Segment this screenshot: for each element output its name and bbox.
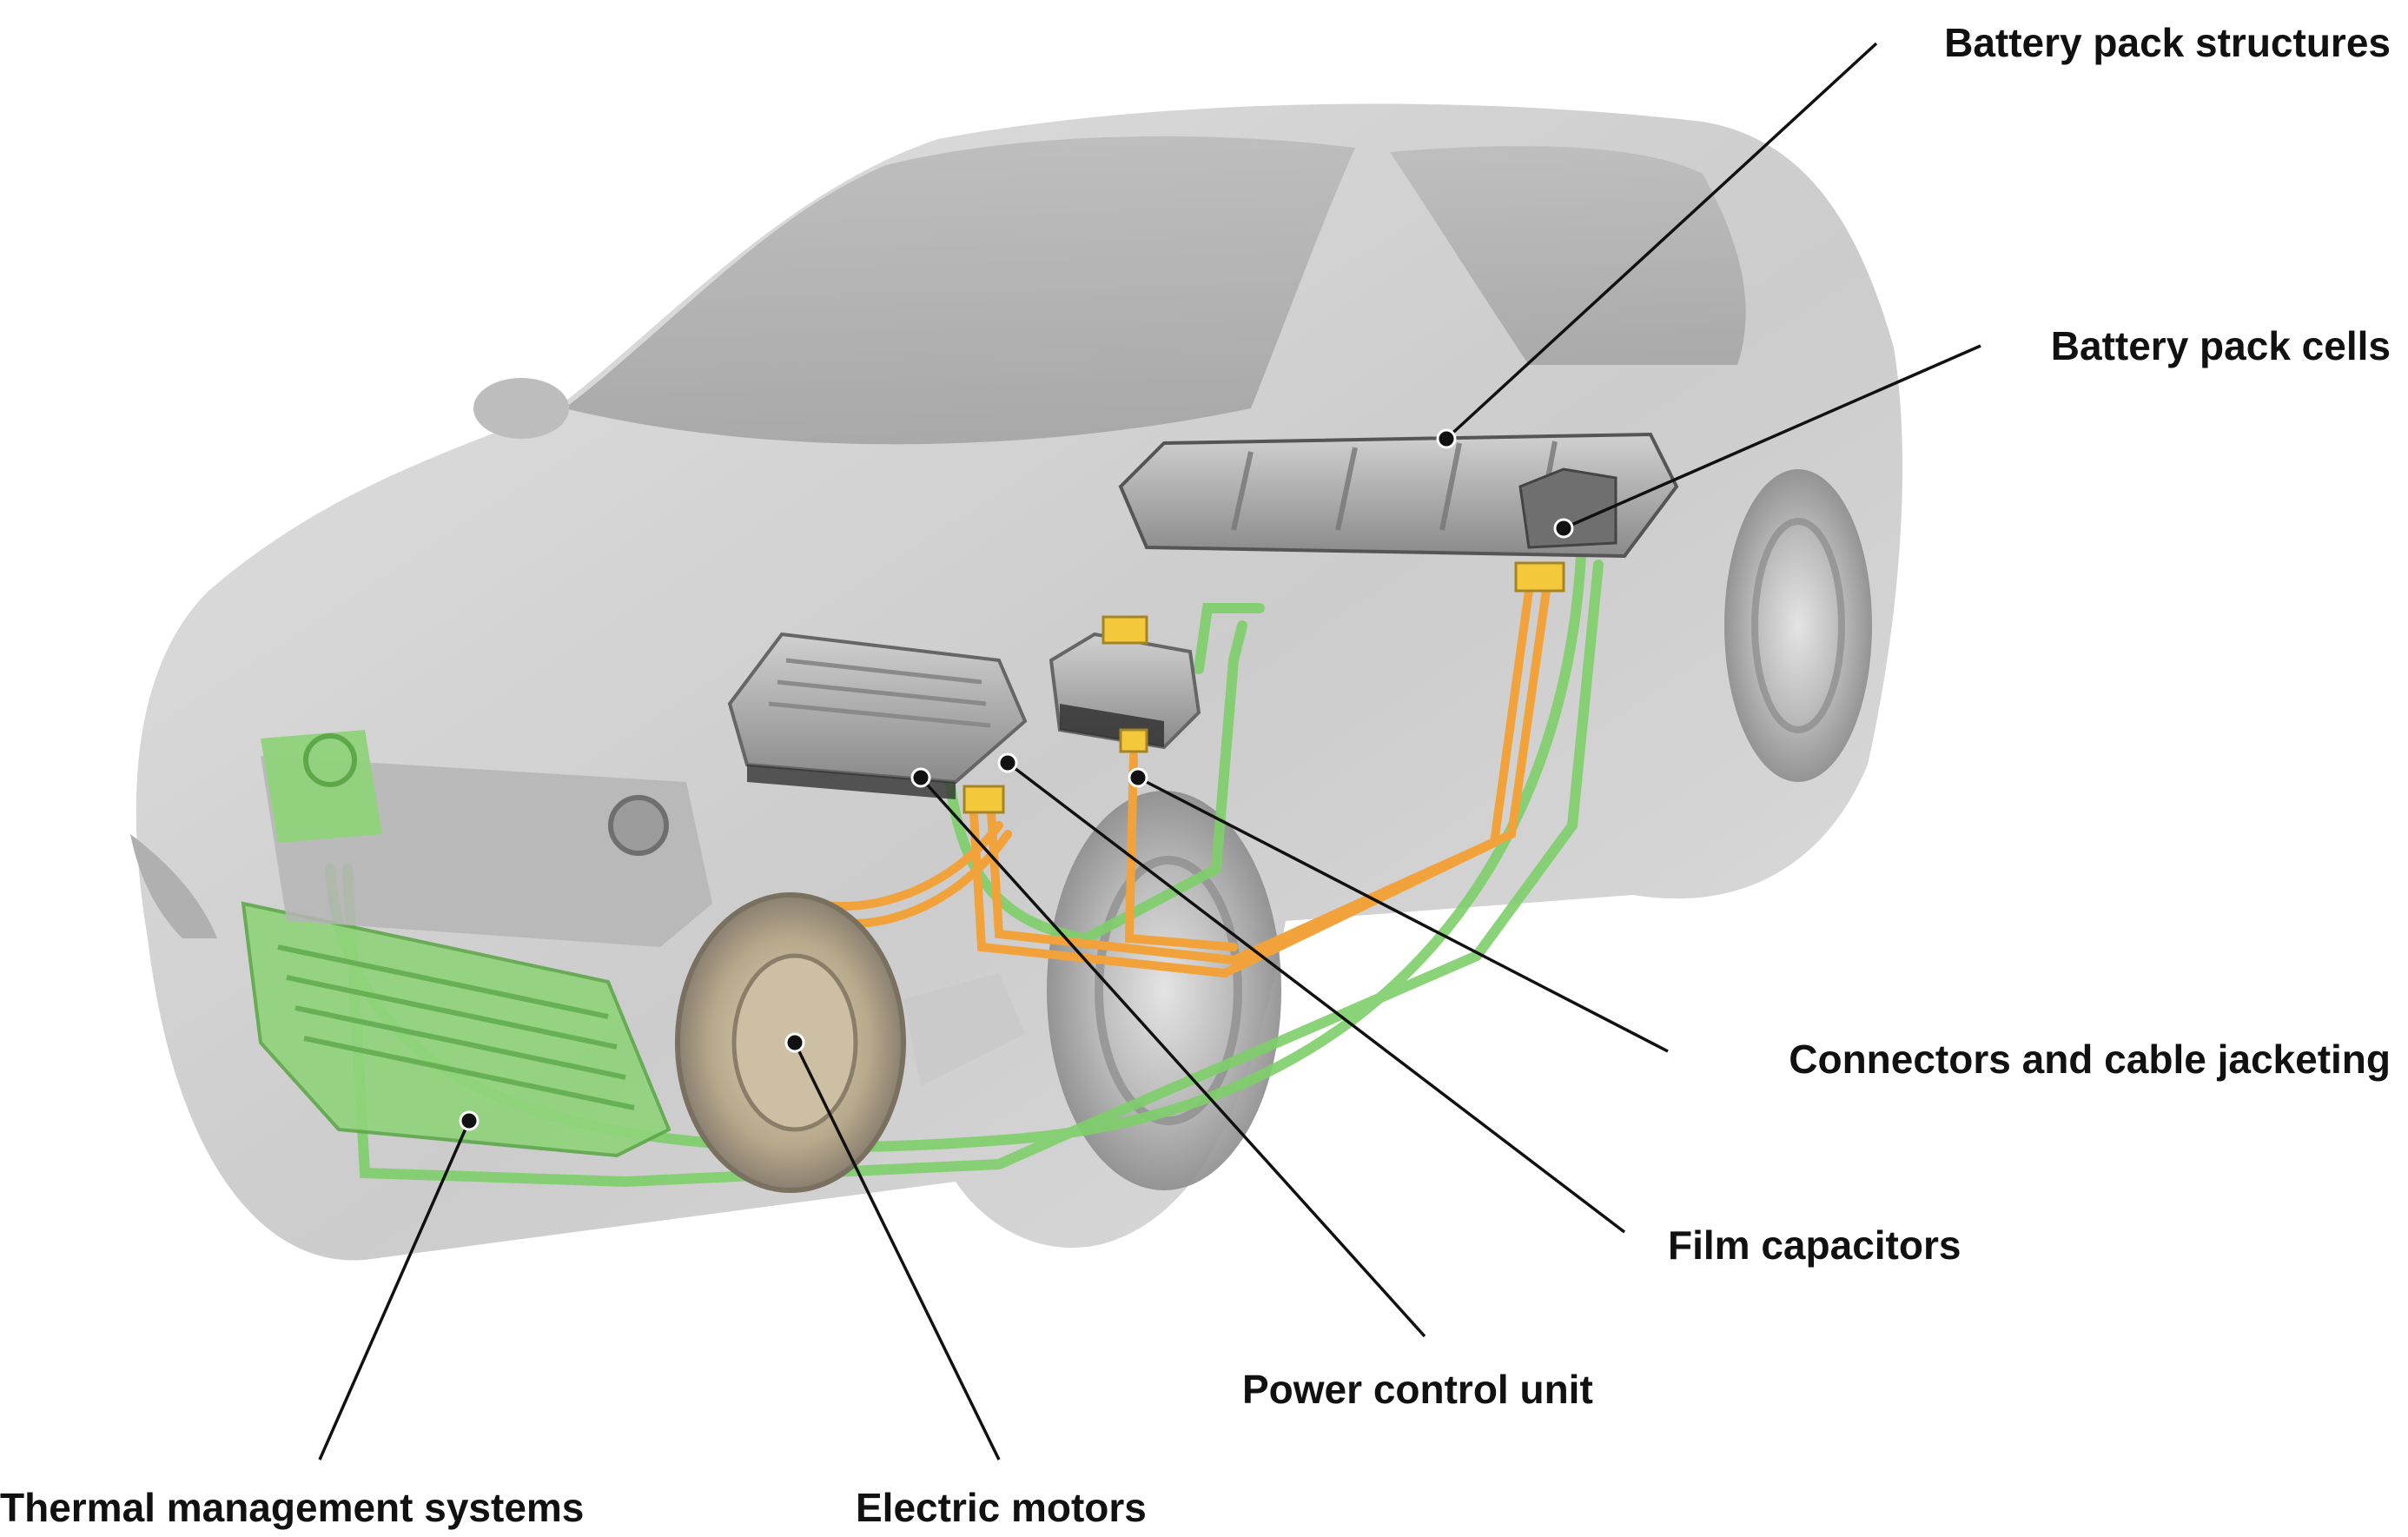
label-thermal-management-systems: Thermal management systems	[0, 1485, 585, 1530]
capacitor-box-icon	[1049, 615, 1201, 753]
power-control-unit-icon	[727, 632, 1028, 814]
leader-lines	[318, 42, 1981, 1461]
battery-pack-icon	[1118, 432, 1679, 593]
label-battery-pack-cells: Battery pack cells	[2050, 323, 2391, 368]
hybrid-engine-icon	[261, 730, 712, 947]
label-power-control-unit: Power control unit	[1242, 1367, 1593, 1412]
label-connectors-and-cable-jacketing: Connectors and cable jacketing	[1789, 1037, 2391, 1082]
leader-dots	[459, 428, 1574, 1131]
radiator-icon	[241, 901, 671, 1158]
rear-wheel	[1724, 469, 1872, 782]
label-electric-motors: Electric motors	[856, 1485, 1147, 1530]
label-film-capacitors: Film capacitors	[1668, 1222, 1961, 1268]
label-battery-pack-structures: Battery pack structures	[1944, 20, 2391, 65]
car-body	[130, 103, 1902, 1261]
